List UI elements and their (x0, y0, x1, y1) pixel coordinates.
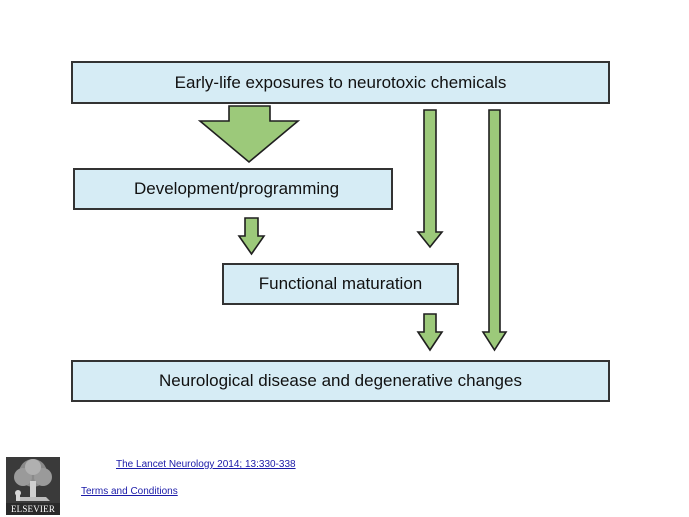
box-development-programming: Development/programming (73, 168, 393, 210)
tree-icon (6, 457, 60, 503)
arrow-exposures-to-functional (416, 109, 444, 249)
elsevier-wordmark: ELSEVIER (10, 504, 56, 514)
terms-and-conditions-link[interactable]: Terms and Conditions (81, 486, 178, 497)
arrow-exposures-to-neurological (481, 109, 508, 352)
box-functional-maturation: Functional maturation (222, 263, 459, 305)
box-early-life-exposures-label: Early-life exposures to neurotoxic chemi… (174, 72, 507, 92)
arrow-exposures-to-development (197, 105, 301, 164)
box-neurological-disease: Neurological disease and degenerative ch… (71, 360, 610, 402)
box-development-programming-label: Development/programming (134, 179, 340, 198)
box-neurological-disease-label: Neurological disease and degenerative ch… (159, 371, 522, 390)
elsevier-logo: ELSEVIER (6, 457, 60, 515)
arrow-development-to-functional (237, 217, 266, 256)
box-functional-maturation-label: Functional maturation (258, 274, 423, 293)
arrow-functional-to-neurological (416, 313, 444, 352)
box-early-life-exposures: Early-life exposures to neurotoxic chemi… (71, 61, 610, 104)
citation-link[interactable]: The Lancet Neurology 2014; 13:330-338 (116, 459, 296, 470)
